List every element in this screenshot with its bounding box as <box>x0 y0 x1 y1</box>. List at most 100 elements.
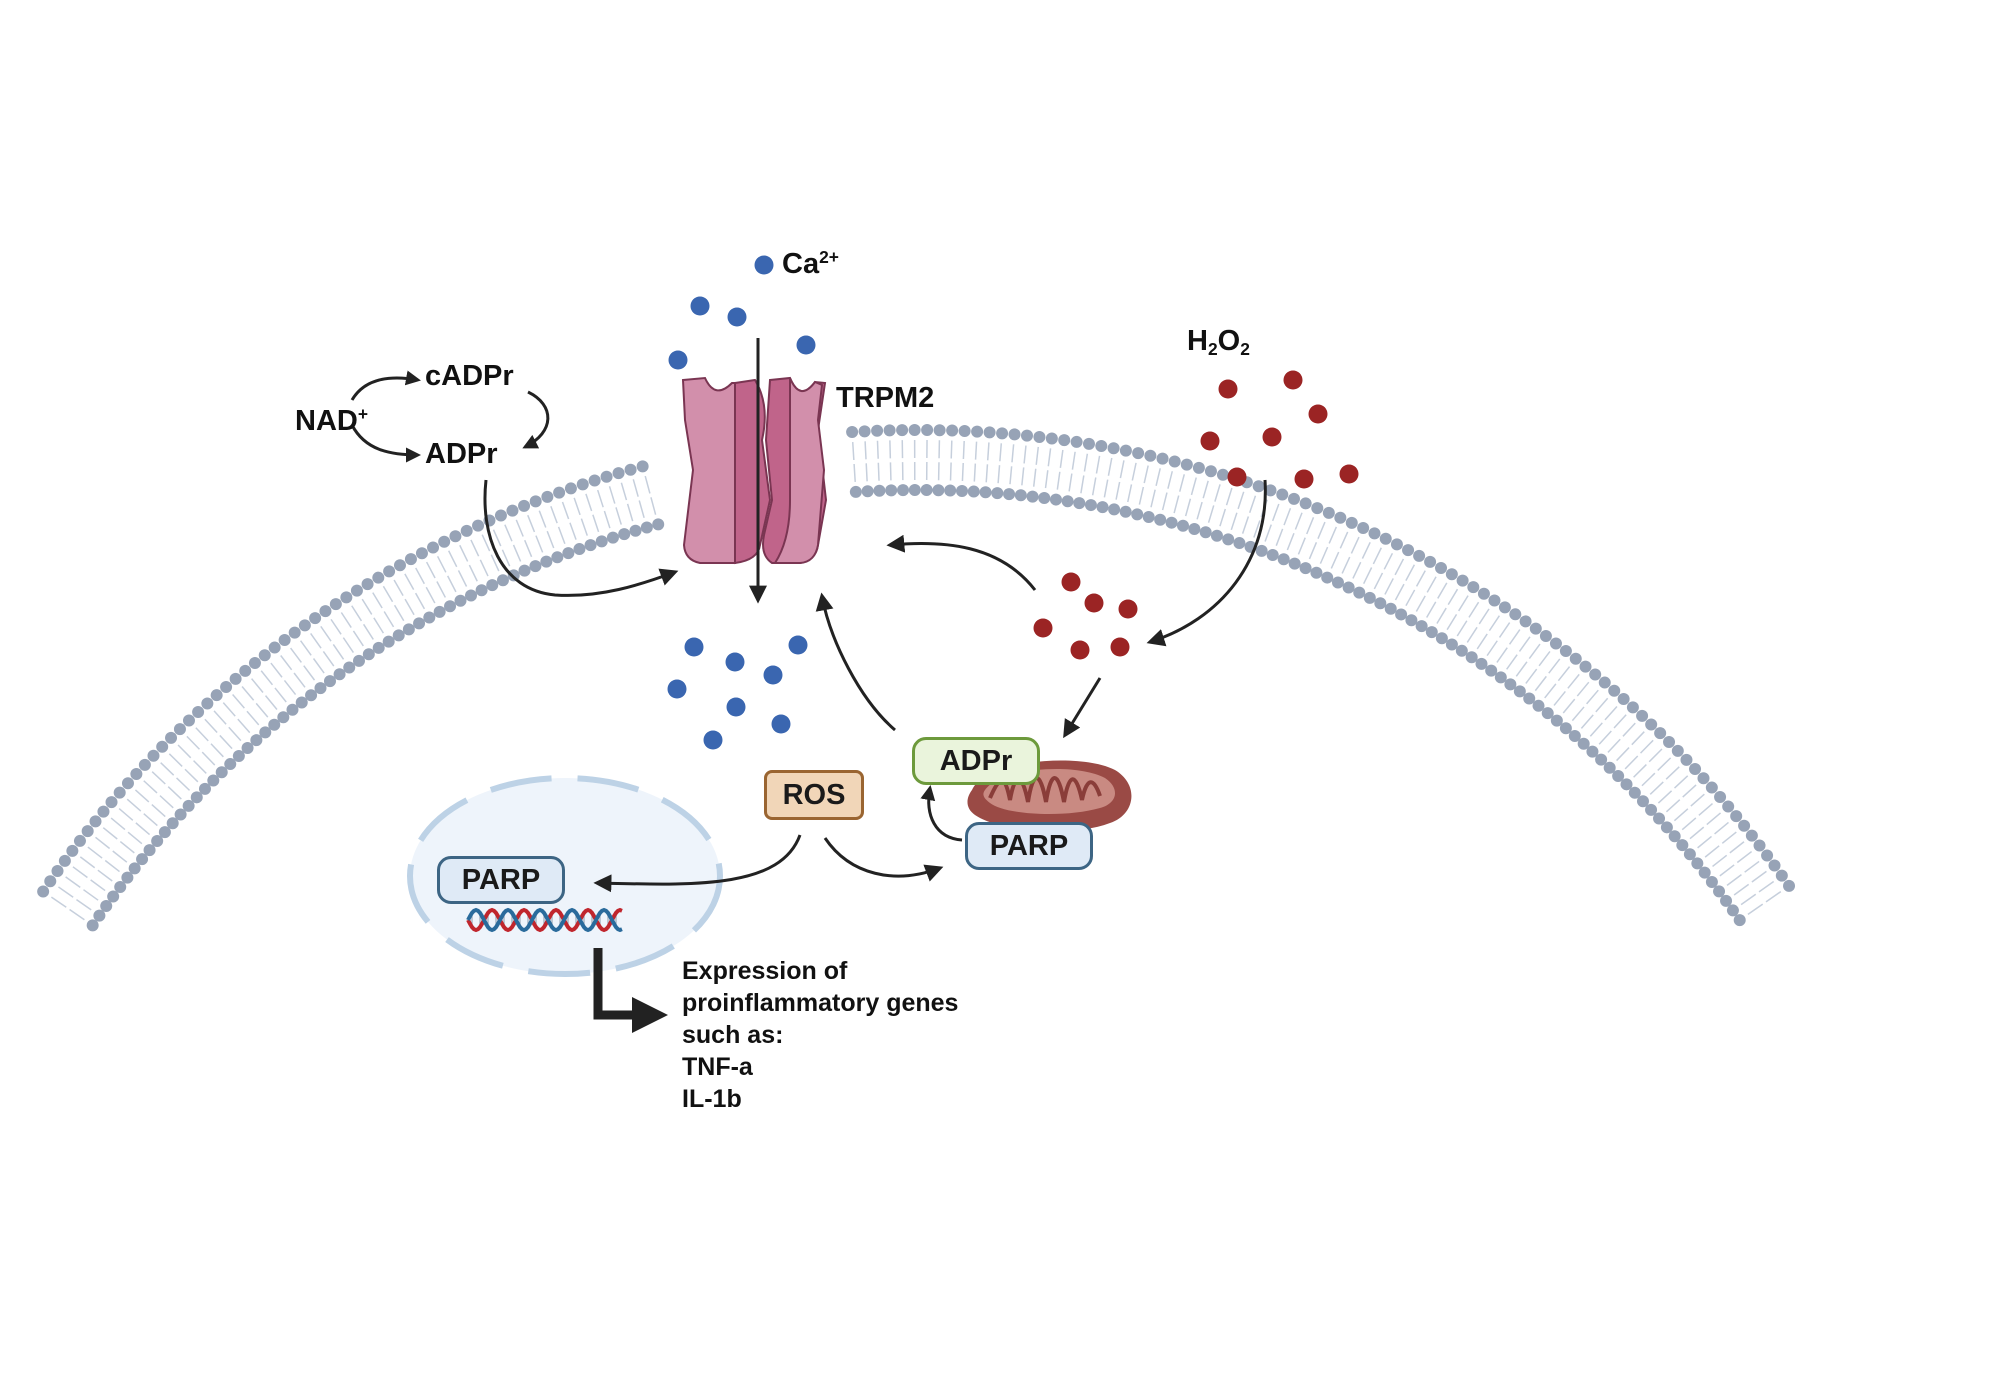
lipid-head <box>1713 885 1726 898</box>
lipid-tail <box>219 734 233 750</box>
lipid-head <box>1626 701 1639 714</box>
lipid-head <box>156 740 169 753</box>
lipid-head <box>1477 587 1490 600</box>
h2o2-label: H2O2 <box>1187 325 1250 360</box>
lipid-head <box>97 805 110 818</box>
lipid-head <box>383 565 396 578</box>
lipid-head <box>861 485 874 498</box>
lipid-tail <box>592 514 600 533</box>
lipid-tail <box>414 592 426 610</box>
lipid-tail <box>974 441 978 460</box>
lipid-tail <box>1091 477 1097 496</box>
lipid-head <box>1523 692 1536 705</box>
lipid-tail <box>1011 444 1015 463</box>
lipid-head <box>883 424 896 437</box>
lipid-tail <box>997 465 1001 484</box>
calcium-ion-icon <box>763 665 783 685</box>
lipid-tail <box>246 710 260 726</box>
lipid-tail <box>1567 673 1580 689</box>
lipid-tail <box>330 618 342 635</box>
lipid-tail <box>1173 495 1180 514</box>
lipid-head <box>518 564 531 577</box>
lipid-head <box>1494 671 1507 684</box>
lipid-head <box>37 885 50 898</box>
lipid-tail <box>222 702 236 717</box>
lipid-head <box>1264 484 1277 497</box>
lipid-tail <box>159 795 174 809</box>
lipid-tail <box>1589 722 1603 737</box>
lipid-tail <box>1747 903 1764 916</box>
lipid-tail <box>1306 517 1315 535</box>
lipid-tail <box>1127 484 1133 503</box>
lipid-head <box>248 656 261 669</box>
lipid-head <box>564 482 577 495</box>
lipid-head <box>541 490 554 503</box>
lipid-head <box>996 427 1009 440</box>
lipid-head <box>1569 652 1582 665</box>
calcium-ion-icon <box>788 635 808 655</box>
lipid-tail <box>853 463 856 482</box>
lipid-head <box>1509 608 1522 621</box>
lipid-head <box>551 551 564 564</box>
lipid-head <box>1768 859 1781 872</box>
lipid-head <box>1310 566 1323 579</box>
lipid-tail <box>569 522 577 540</box>
lipid-tail <box>1447 588 1459 606</box>
lipid-tail <box>1580 714 1594 729</box>
lipid-head <box>1266 549 1279 562</box>
lipid-tail <box>195 727 209 742</box>
lipid-head <box>920 484 933 497</box>
h2o2-molecule-icon <box>1084 593 1104 613</box>
lipid-tail <box>151 771 166 785</box>
lipid-head <box>372 641 385 654</box>
lipid-head <box>89 815 102 828</box>
lipid-tail <box>436 581 447 598</box>
lipid-head <box>540 555 553 568</box>
lipid-head <box>529 495 542 508</box>
mito-parp-box: PARP <box>965 822 1093 870</box>
h2o2-molecule-icon <box>1070 640 1090 660</box>
lipid-tail <box>1341 556 1351 574</box>
arrow-ros-to-trpm2 <box>815 592 896 732</box>
lipid-head <box>1045 432 1058 445</box>
lipid-head <box>849 485 862 498</box>
lipid-tail <box>1515 661 1528 677</box>
lipid-head <box>1595 753 1608 766</box>
lipid-head <box>475 584 488 597</box>
lipid-head <box>333 668 346 681</box>
arrow-nad-to-adpr <box>350 424 421 463</box>
lipid-head <box>1108 503 1121 516</box>
lipid-tail <box>251 678 264 693</box>
lipid-tail <box>468 564 478 582</box>
lipid-head <box>1311 502 1324 515</box>
lipid-head <box>1645 718 1658 731</box>
lipid-tail <box>1155 468 1161 487</box>
arrow-parp-to-adpr <box>920 785 963 842</box>
lipid-head <box>51 865 64 878</box>
lipid-tail <box>135 822 151 836</box>
lipid-tail <box>1729 841 1745 854</box>
lipid-tail <box>561 501 570 520</box>
lipid-tail <box>1758 880 1775 893</box>
lipid-tail <box>1308 542 1318 560</box>
lipid-head <box>1612 770 1625 783</box>
lipid-tail <box>1437 582 1448 599</box>
lipid-head <box>1199 526 1212 539</box>
lipid-tail <box>626 503 634 522</box>
lipid-tail <box>1586 689 1599 705</box>
lipid-head <box>1180 458 1193 471</box>
lipid-tail <box>1021 467 1025 486</box>
lipid-head <box>1061 495 1074 508</box>
lipid-head <box>1033 430 1046 443</box>
lipid-head <box>165 731 178 744</box>
lipid-tail <box>232 694 245 709</box>
lipid-tail <box>1624 755 1639 770</box>
calcium-ion-icon <box>725 652 745 672</box>
lipid-tail <box>102 827 118 840</box>
lipid-tail <box>1190 477 1197 496</box>
lipid-tail <box>1657 790 1673 804</box>
lipid-head <box>1465 651 1478 664</box>
lipid-tail <box>1697 835 1712 849</box>
lipid-tail <box>1196 501 1203 520</box>
lipid-head <box>465 589 478 602</box>
